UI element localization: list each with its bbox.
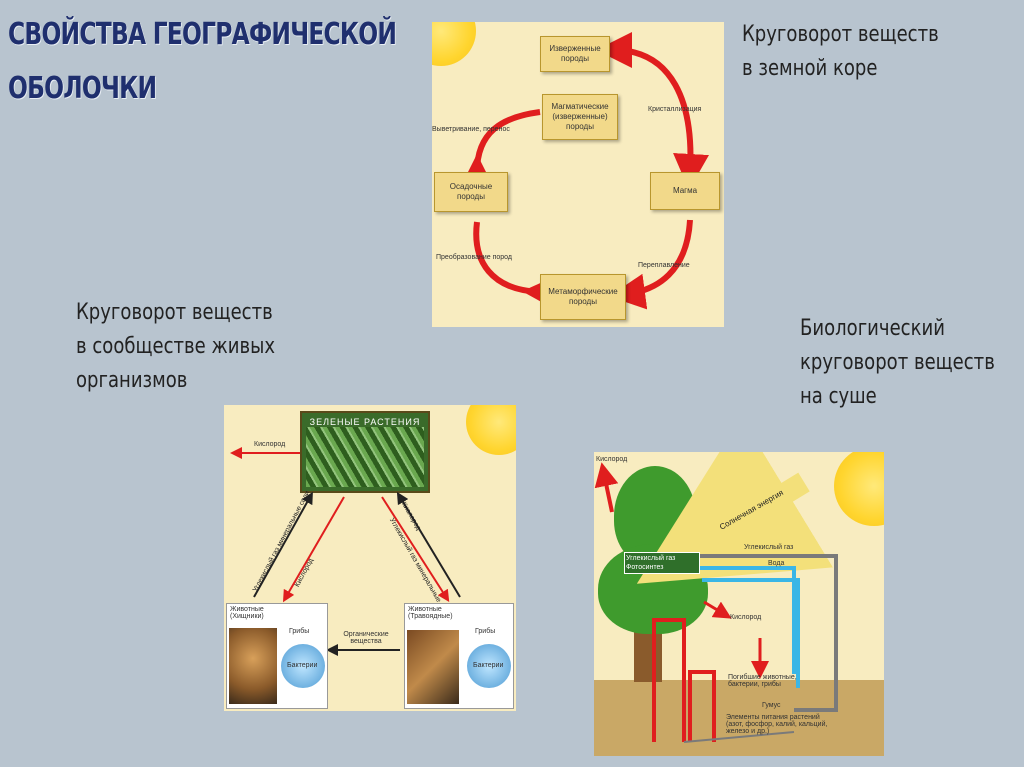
dead-organisms-label: Погибшие животные, бактерии, грибы [728,674,797,688]
oxygen-top-label: Кислород [596,456,628,463]
co2-right-label: Углекислый газ [744,544,794,551]
bio-cycle-arrows [594,452,838,743]
bacteria-right-label: Бактерии [473,662,504,669]
mineral-elements-label: Элементы питания растений (азот, фосфор,… [726,714,828,735]
predators-box: Животные (Хищники) Грибы Бактерии [226,603,328,709]
bacteria-icon [467,644,511,688]
metamorphic-rocks-box: Метаморфические породы [540,274,626,320]
humus-label: Гумус [762,702,781,709]
herbivores-label: Животные (Травоядные) [408,606,453,620]
leaves-texture [306,427,424,487]
melting-label: Переплавление [638,262,690,269]
magma-box: Магма [650,172,720,210]
oxygen-label: Кислород [254,441,286,448]
green-plants-label: ЗЕЛЕНЫЕ РАСТЕНИЯ [309,417,421,427]
sedimentary-rocks-box: Осадочные породы [434,172,508,212]
heading-community-cycle: Круговорот веществ в сообществе живых ор… [76,300,276,393]
predators-label: Животные (Хищники) [230,606,264,620]
community-cycle-arrows [230,447,461,656]
page-title-line2: ОБОЛОЧКИ [8,71,157,106]
water-label: Вода [768,560,785,567]
bacteria-left-label: Бактерии [287,662,318,669]
crust-cycle-arrows [458,32,709,311]
community-cycle-panel: ЗЕЛЕНЫЕ РАСТЕНИЯ Кислород Углекислый газ… [224,405,516,711]
co2-tree-label: Углекислый газ [626,555,676,562]
leopard-photo [229,628,277,704]
magmatic-rocks-box: Магматические (изверженные) породы [542,94,618,140]
page-title: СВОЙСТВА ГЕОГРАФИЧЕСКОЙ ОБОЛОЧКИ [8,8,397,116]
photosynthesis-label: Фотосинтез [626,564,664,571]
giraffe-photo [407,630,459,704]
green-plants-photo: ЗЕЛЕНЫЕ РАСТЕНИЯ [300,411,430,493]
transformation-label: Преобразование пород [436,254,512,261]
heading-bio-cycle: Биологический круговорот веществ на суше [800,316,995,409]
bio-cycle-panel: Кислород Солнечная энергия Углекислый га… [594,452,884,756]
crust-cycle-panel: Извер­женные породы Магматические (извер… [432,22,724,327]
crystallization-label: Кристаллизация [648,106,702,113]
bacteria-icon [281,644,325,688]
fungi-right-label: Грибы [475,628,496,635]
oxygen-mid-label: Кислород [730,614,762,621]
heading-crust-cycle: Круговорот веществ в земной коре [742,22,939,81]
page-title-line1: СВОЙСТВА ГЕОГРАФИЧЕСКОЙ [8,17,397,52]
weathering-label: Выветривание, перенос [432,126,510,133]
herbivores-box: Животные (Травоядные) Грибы Бактерии [404,603,514,709]
co2-photosynthesis-box: Углекислый газ Фотосинтез [624,552,700,574]
igneous-rocks-box: Извер­женные породы [540,36,610,72]
organic-matter-label: Органические вещества [343,631,389,645]
fungi-left-label: Грибы [289,628,310,635]
